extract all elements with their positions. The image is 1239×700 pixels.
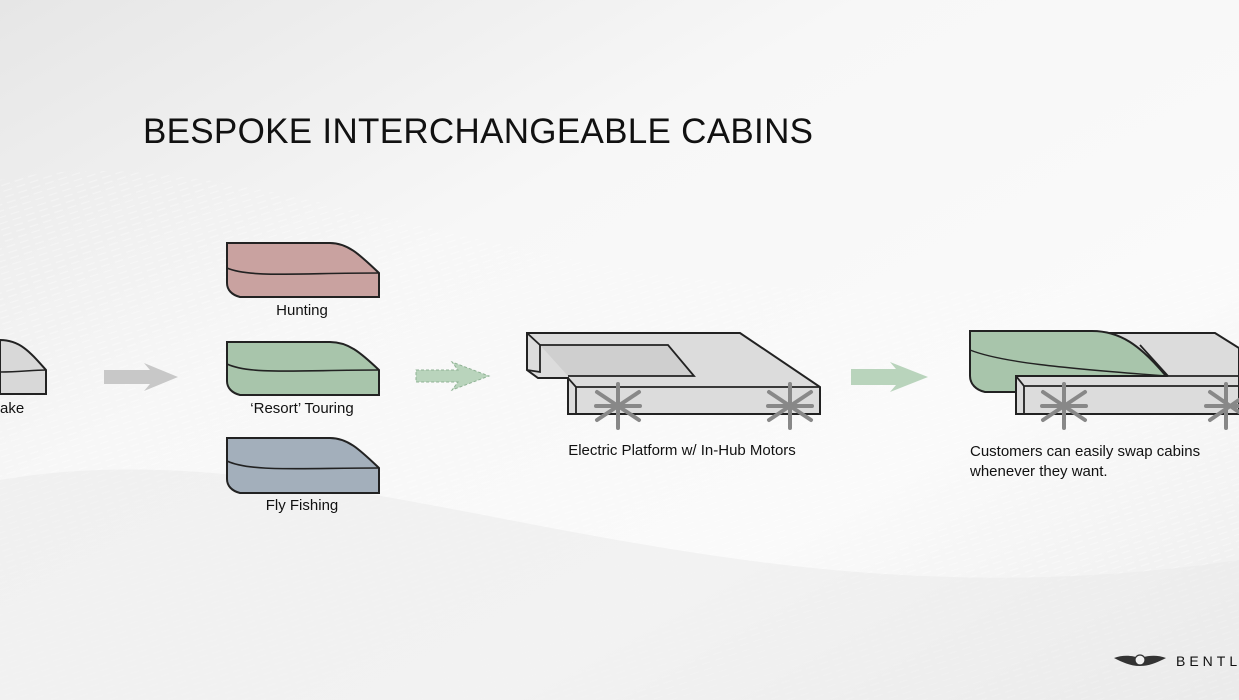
assembled-vehicle-shape (969, 330, 1239, 430)
result-caption-line-1: Customers can easily swap cabins (970, 443, 1201, 460)
platform-label: Electric Platform w/ In-Hub Motors (568, 442, 796, 459)
cabin-label-resort-touring: ‘Resort’ Touring (250, 400, 354, 417)
in-hub-motor-icon (1040, 382, 1088, 430)
page-title: BESPOKE INTERCHANGEABLE CABINS (143, 112, 814, 151)
result-caption-line-2: whenever they want. (970, 463, 1108, 480)
arrow-right-dashed-icon (415, 360, 491, 392)
in-hub-motor-icon (594, 382, 642, 430)
winged-b-logo-icon (1114, 654, 1166, 666)
arrow-right-green-icon (851, 362, 928, 392)
cabin-fly-fishing-shape (226, 437, 380, 494)
partial-cabin-shape (0, 338, 47, 395)
arrow-right-icon (104, 363, 178, 391)
result-caption: Customers can easily swap cabins wheneve… (970, 442, 1230, 482)
brand-wordmark: BENTLE (1176, 653, 1239, 669)
in-hub-motor-icon (1204, 382, 1239, 430)
cabin-label-hunting: Hunting (276, 302, 328, 319)
electric-platform-shape (526, 332, 821, 430)
cabin-resort-touring-shape (226, 341, 380, 396)
partial-cabin-label: ake (0, 400, 25, 417)
cabin-label-fly-fishing: Fly Fishing (265, 497, 339, 514)
cabin-hunting-shape (226, 242, 380, 298)
in-hub-motor-icon (766, 382, 814, 430)
